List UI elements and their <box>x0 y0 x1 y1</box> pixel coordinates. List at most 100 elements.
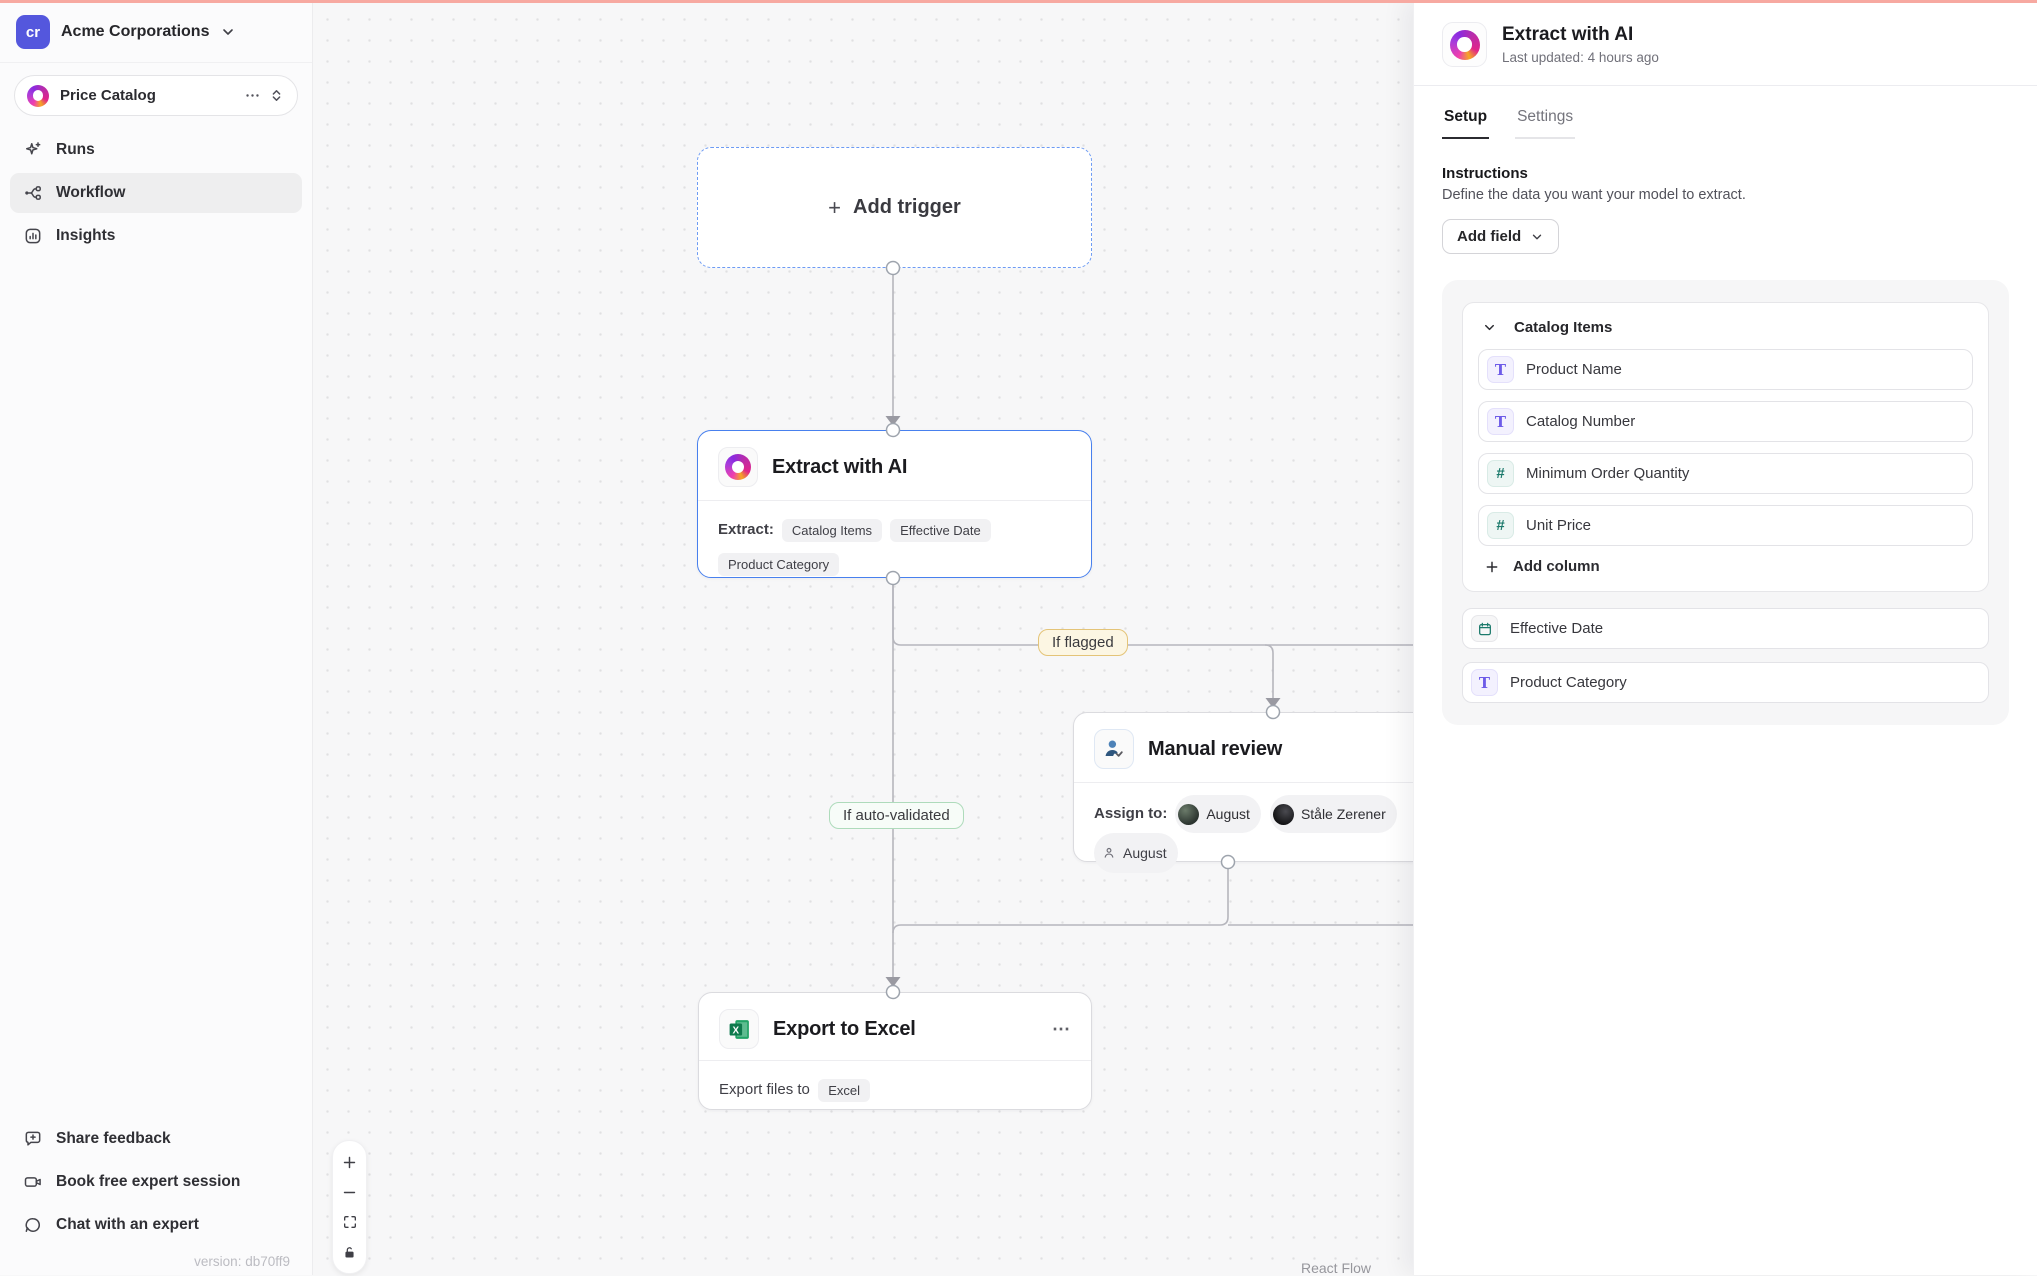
book-expert-session-button[interactable]: Book free expert session <box>10 1162 302 1202</box>
assignee-name: August <box>1206 806 1250 822</box>
field-label: Unit Price <box>1526 517 1592 534</box>
sidebar-item-runs[interactable]: Runs <box>10 130 302 170</box>
zoom-in-button[interactable] <box>332 1147 367 1177</box>
video-camera-icon <box>23 1172 43 1192</box>
unfold-icon[interactable] <box>269 88 284 103</box>
add-column-label: Add column <box>1513 558 1600 575</box>
react-flow-attribution[interactable]: React Flow <box>1301 1260 1372 1276</box>
sidebar-item-label: Insights <box>56 227 116 244</box>
catalog-items-group: Catalog Items T Product Name T Catalog N… <box>1462 302 1989 592</box>
version-label: version: db70ff9 <box>194 1254 290 1269</box>
assignee-name: August <box>1123 845 1167 861</box>
group-collapse-toggle[interactable]: Catalog Items <box>1478 317 1973 349</box>
field-row-unit-price[interactable]: # Unit Price <box>1478 505 1973 546</box>
panel-title: Extract with AI <box>1502 24 1634 45</box>
field-row-effective-date[interactable]: Effective Date <box>1462 608 1989 649</box>
field-label: Effective Date <box>1510 620 1604 637</box>
date-type-icon <box>1471 615 1498 642</box>
group-name: Catalog Items <box>1514 319 1613 336</box>
number-type-icon: # <box>1487 512 1514 539</box>
share-feedback-button[interactable]: Share feedback <box>10 1119 302 1159</box>
lock-button[interactable] <box>332 1237 367 1267</box>
plus-icon: + <box>828 194 842 220</box>
export-body-label: Export files to <box>719 1081 810 1098</box>
fields-container: Catalog Items T Product Name T Catalog N… <box>1442 280 2009 725</box>
extract-chip: Catalog Items <box>781 518 883 542</box>
field-row-minimum-order-quantity[interactable]: # Minimum Order Quantity <box>1478 453 1973 494</box>
assign-body-label: Assign to: <box>1094 804 1168 822</box>
feedback-icon <box>23 1129 43 1149</box>
chart-icon <box>23 226 43 246</box>
edge-flagged-into-manual <box>1264 644 1274 701</box>
instructions-description: Define the data you want your model to e… <box>1442 187 1746 203</box>
fit-view-button[interactable] <box>332 1207 367 1237</box>
extract-chip: Effective Date <box>890 518 991 542</box>
edge-label-if-auto-validated[interactable]: If auto-validated <box>829 802 964 829</box>
sidebar: cr Acme Corporations Price Catalog Runs <box>0 0 313 1275</box>
sidebar-item-insights[interactable]: Insights <box>10 216 302 256</box>
workflow-icon <box>23 183 43 203</box>
panel-tabs: Setup Settings <box>1414 100 1603 139</box>
sparkle-icon <box>23 140 43 160</box>
arrowhead-icon <box>885 977 901 987</box>
add-column-button[interactable]: Add column <box>1478 550 1973 579</box>
assignee-pill[interactable]: August <box>1094 833 1178 873</box>
person-icon <box>1104 847 1114 858</box>
detail-panel: Extract with AI Last updated: 4 hours ag… <box>1413 0 2037 1275</box>
node-title: Manual review <box>1148 737 1283 760</box>
node-title: Export to Excel <box>773 1017 916 1040</box>
field-row-product-category[interactable]: T Product Category <box>1462 662 1989 703</box>
footer-item-label: Chat with an expert <box>56 1216 199 1233</box>
org-logo: cr <box>16 15 50 49</box>
edge-label-if-flagged[interactable]: If flagged <box>1038 629 1128 656</box>
org-switcher[interactable]: cr Acme Corporations <box>0 0 312 63</box>
add-trigger-node[interactable]: + Add trigger <box>697 147 1092 268</box>
top-accent-bar <box>0 0 2037 3</box>
chevron-down-icon <box>220 24 236 40</box>
plus-icon <box>1486 561 1498 572</box>
field-label: Catalog Number <box>1526 413 1636 430</box>
panel-last-updated: Last updated: 4 hours ago <box>1502 50 1659 65</box>
extract-chip: Product Category <box>718 552 840 576</box>
text-type-icon: T <box>1471 669 1498 696</box>
text-type-icon: T <box>1487 408 1514 435</box>
sidebar-item-workflow[interactable]: Workflow <box>10 173 302 213</box>
assignee-name: Ståle Zerener <box>1300 806 1386 822</box>
add-trigger-label: Add trigger <box>853 196 961 218</box>
assignee-pill[interactable]: Ståle Zerener <box>1269 795 1397 833</box>
org-name: Acme Corporations <box>61 23 210 40</box>
sidebar-item-label: Runs <box>56 141 95 158</box>
assignee-pill[interactable]: August <box>1175 795 1261 833</box>
zoom-out-button[interactable] <box>332 1177 367 1207</box>
export-target-chip: Excel <box>818 1078 871 1102</box>
excel-icon: X <box>719 1009 759 1049</box>
add-field-label: Add field <box>1457 228 1522 245</box>
field-label: Minimum Order Quantity <box>1526 465 1690 482</box>
person-check-icon <box>1094 729 1134 769</box>
footer-item-label: Book free expert session <box>56 1173 241 1190</box>
field-label: Product Category <box>1510 674 1627 691</box>
instructions-heading: Instructions <box>1442 165 1528 182</box>
ellipsis-icon[interactable] <box>244 87 261 104</box>
avatar <box>1272 803 1294 825</box>
chevron-down-icon <box>1532 234 1542 239</box>
export-to-excel-node[interactable]: X Export to Excel ⋯ Export files to Exce… <box>698 992 1092 1110</box>
add-field-button[interactable]: Add field <box>1442 219 1560 254</box>
chat-bubble-icon <box>23 1215 43 1235</box>
tab-settings[interactable]: Settings <box>1515 100 1576 139</box>
node-menu-button[interactable]: ⋯ <box>1052 1018 1071 1039</box>
arrowhead-icon <box>885 416 901 426</box>
node-title: Extract with AI <box>772 455 908 478</box>
extract-ai-logo-icon <box>1442 22 1487 67</box>
field-row-product-name[interactable]: T Product Name <box>1478 349 1973 390</box>
field-row-catalog-number[interactable]: T Catalog Number <box>1478 401 1973 442</box>
field-label: Product Name <box>1526 361 1622 378</box>
project-logo-icon <box>27 84 49 107</box>
chat-expert-button[interactable]: Chat with an expert <box>10 1205 302 1245</box>
svg-text:X: X <box>732 1025 739 1036</box>
tab-setup[interactable]: Setup <box>1442 100 1490 139</box>
project-selector[interactable]: Price Catalog <box>14 75 298 116</box>
chevron-down-icon <box>1485 324 1494 331</box>
arrowhead-icon <box>1265 698 1281 708</box>
